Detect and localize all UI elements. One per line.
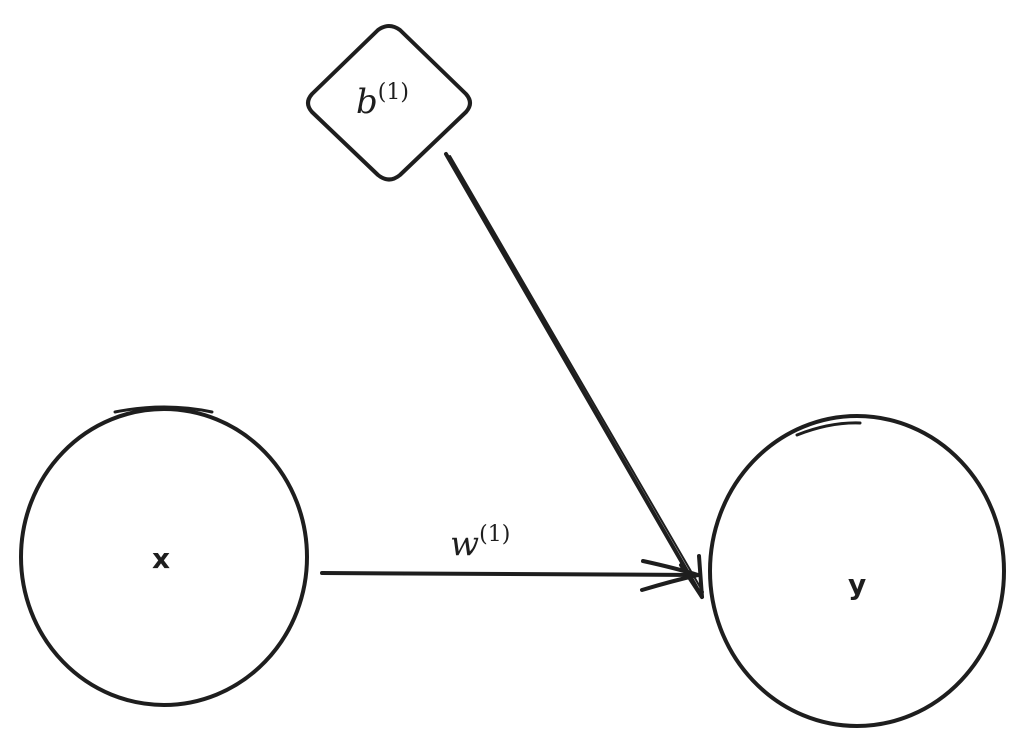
bias-label-superscript: (1)	[377, 80, 409, 105]
node-y-label: y	[848, 568, 867, 601]
weight-label-base: w	[450, 524, 480, 564]
edge-bias-to-y[interactable]	[444, 152, 704, 599]
weight-label-superscript: (1)	[479, 522, 511, 547]
edge-x-to-y[interactable]	[320, 559, 700, 592]
node-y-circle[interactable]	[708, 414, 1006, 728]
bias-label: b(1)	[356, 80, 409, 122]
bias-label-base: b	[356, 82, 378, 122]
weight-label: w(1)	[450, 522, 510, 564]
node-x-circle[interactable]	[19, 405, 309, 707]
node-bias-diamond[interactable]	[306, 24, 472, 182]
node-x-label: x	[152, 542, 171, 575]
